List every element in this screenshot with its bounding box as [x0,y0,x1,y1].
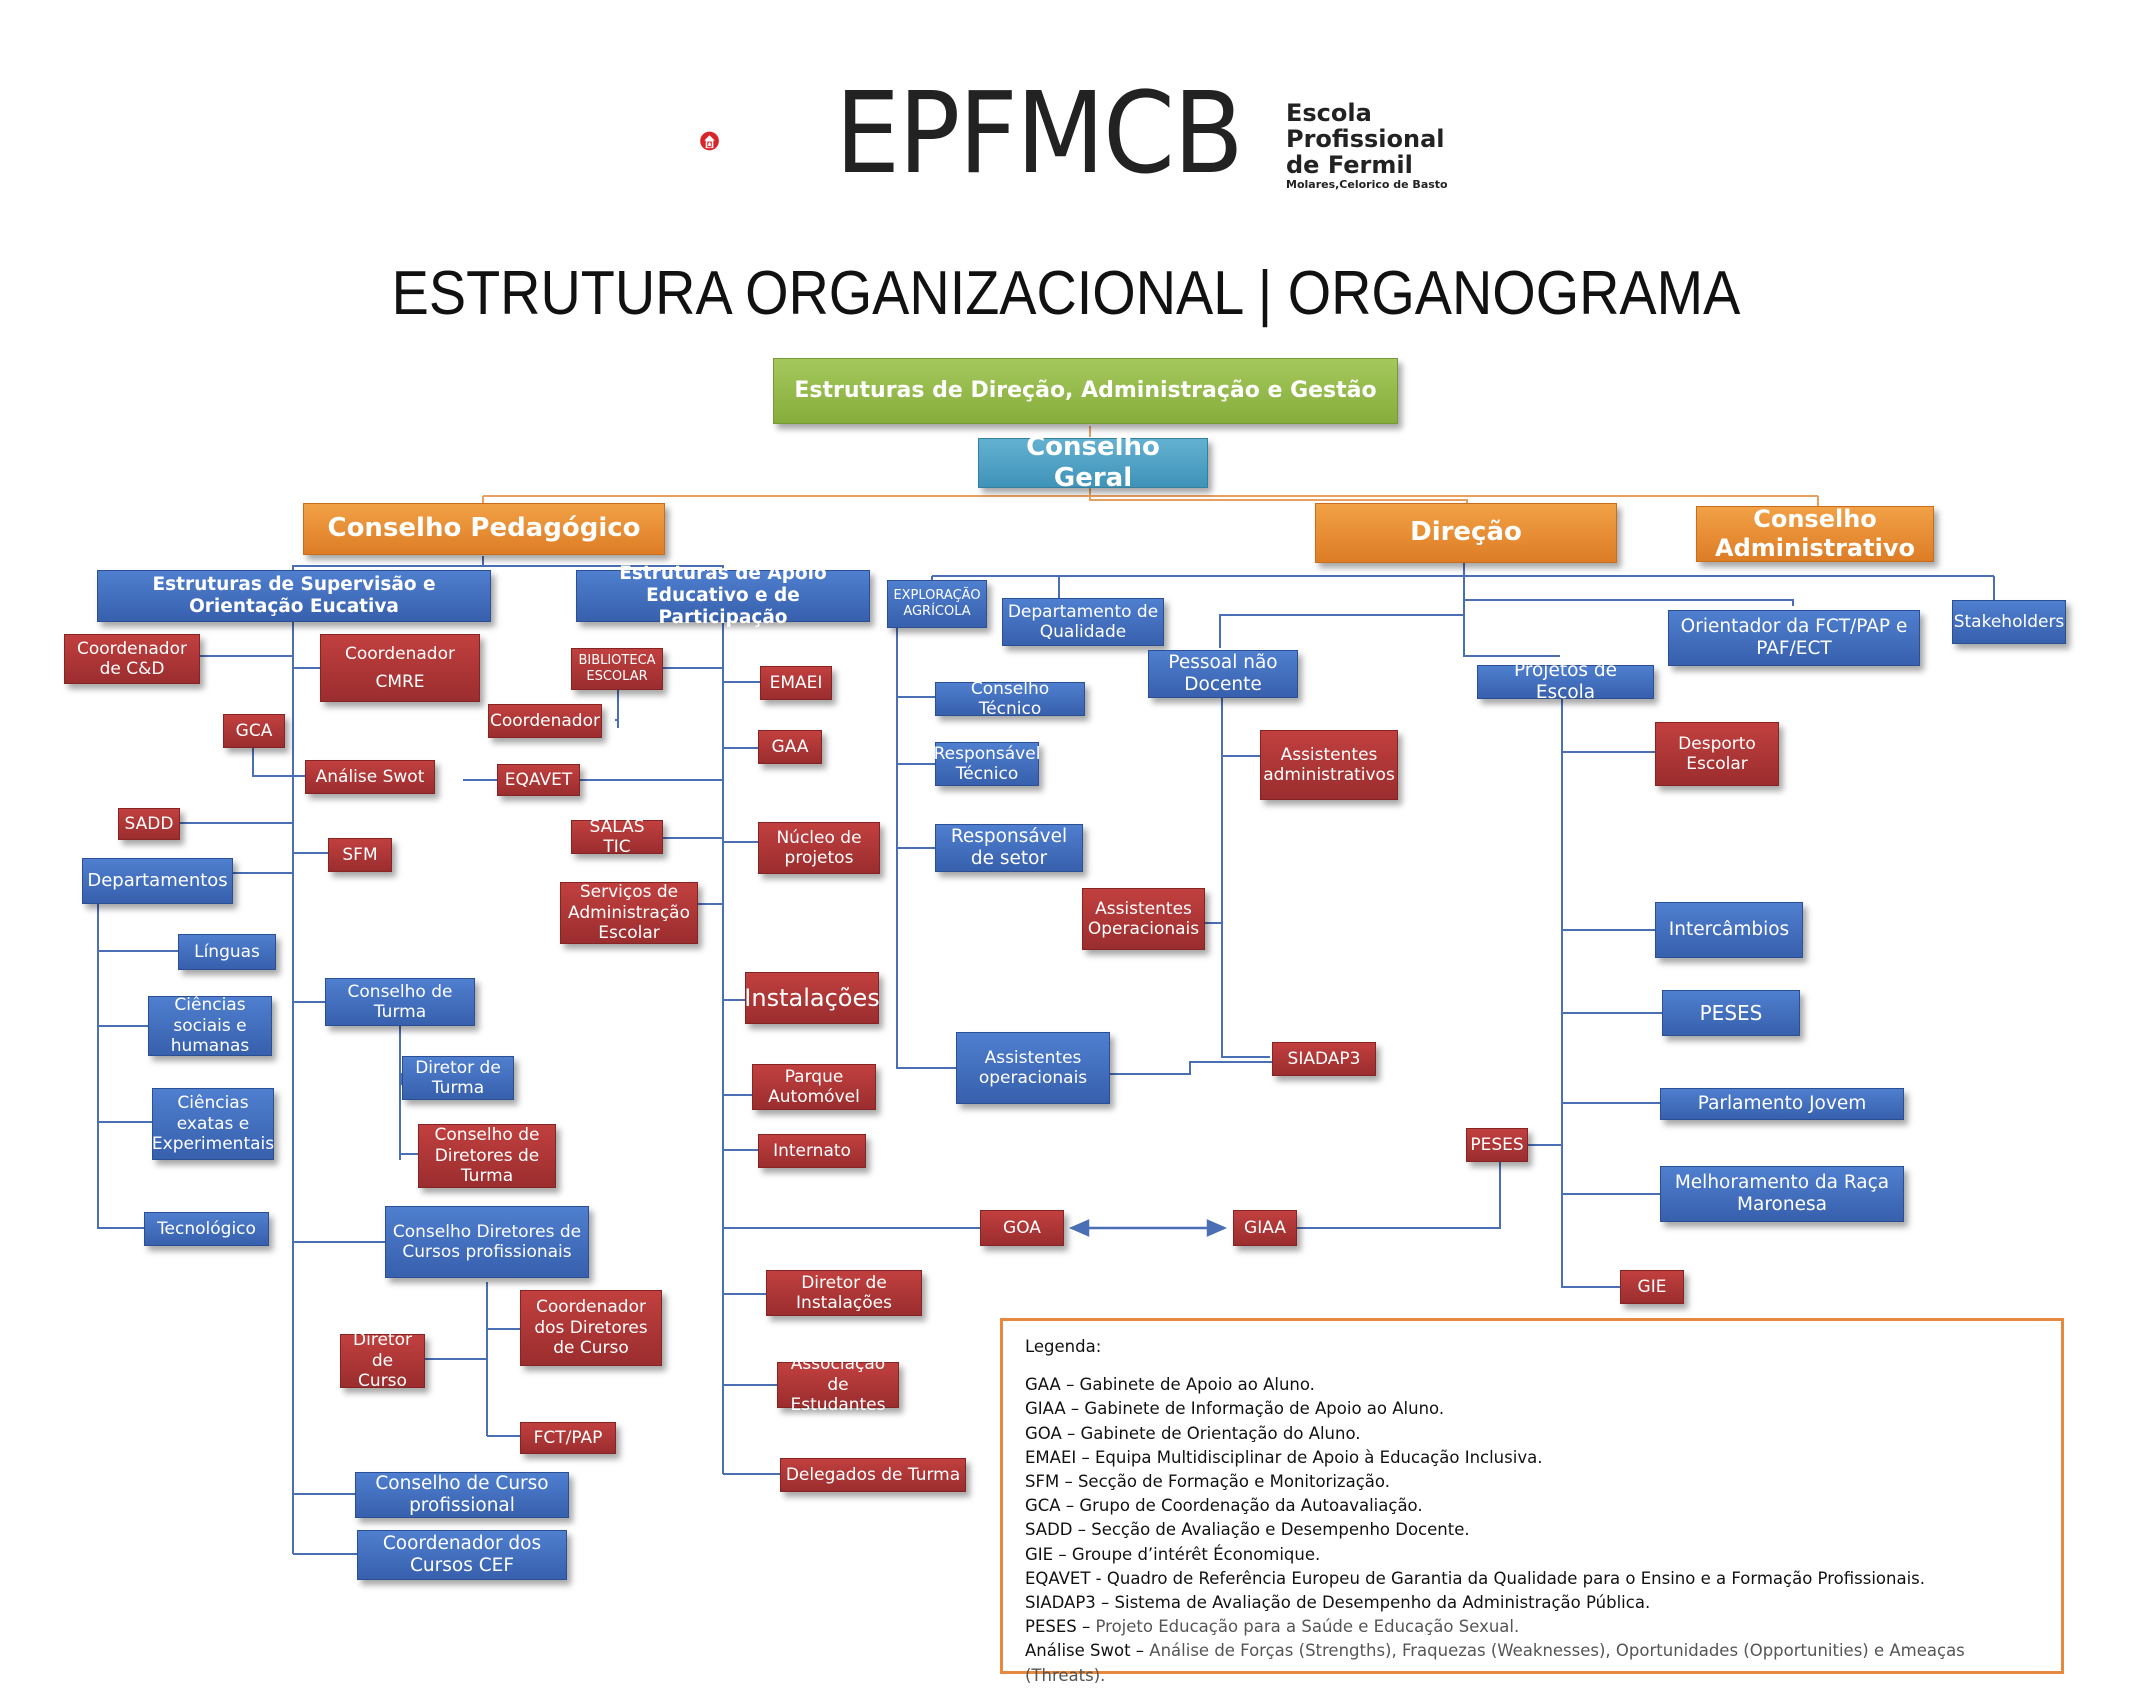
gaa-node: GAA [758,730,822,764]
legend-item: GCA – Grupo de Coordenação da Autoavalia… [1025,1496,1423,1516]
assistentes-administrativos-node: Assistentes administrativos [1260,730,1398,800]
conselho-tecnico-node: Conselho Técnico [935,679,1085,719]
peses-red-node: PESES [1466,1128,1528,1162]
gie-node: GIE [1620,1270,1684,1304]
emaei-node: EMAEI [760,666,832,700]
apoio-header-node: Estruturas de Apoio Educativo e de Parti… [576,563,870,628]
assistentes-operacionais-red-node: Assistentes Operacionais [1082,888,1205,950]
assistentes-operacionais-blue-node: Assistentes operacionais [956,1032,1110,1104]
legend-item: EQAVET - Quadro de Referência Europeu de… [1025,1568,1925,1588]
ciencias-sociais-node: Ciências sociais e humanas [148,995,272,1056]
diretor-curso-node: Diretor de Curso [340,1330,425,1391]
coordenador-biblioteca-node: Coordenador [488,704,602,738]
desporto-escolar-node: Desporto Escolar [1655,722,1779,786]
intercambios-node: Intercâmbios [1655,902,1803,958]
sadd-node: SADD [118,808,180,840]
coordenador-cd-node: Coordenador de C&D [64,634,200,684]
conselho-geral-node: Conselho Geral [978,432,1208,493]
page-title: ESTRUTURA ORGANIZACIONAL | ORGANOGRAMA [391,259,1741,328]
conselho-diretores-cursos-node: Conselho Diretores de Cursos profissiona… [385,1206,589,1278]
legend-item: SFM – Secção de Formação e Monitorização… [1025,1472,1390,1492]
siadap3-node: SIADAP3 [1272,1042,1376,1076]
eqavet-node: EQAVET [497,764,580,796]
logo-school-name: Escola Profissional de Fermil Molares,Ce… [1286,99,1448,191]
departamento-qualidade-node: Departamento de Qualidade [1002,598,1164,646]
sfm-node: SFM [328,838,392,872]
melhoramento-raca-node: Melhoramento da Raça Maronesa [1660,1166,1904,1222]
school-logo-icon [700,131,719,151]
ciencias-exatas-node: Ciências exatas e Experimentais [152,1088,274,1160]
gca-node: GCA [223,714,285,748]
legend-item: GIAA – Gabinete de Informação de Apoio a… [1025,1399,1445,1419]
linguas-node: Línguas [178,934,276,970]
conselho-curso-node: Conselho de Curso profissional [355,1472,569,1518]
projetos-escola-node: Projetos de Escola [1477,660,1654,703]
legend-item: GIE – Groupe d’intérêt Économique. [1025,1544,1321,1564]
direcao-node: Direção [1315,503,1617,563]
coordenador-cmre-node: Coordenador CMRE [320,634,480,702]
legend-item: GOA – Gabinete de Orientação do Aluno. [1025,1423,1361,1443]
conselho-diretores-turma-node: Conselho de Diretores de Turma [418,1124,556,1188]
analise-swot-node: Análise Swot [305,760,435,794]
departamentos-node: Departamentos [82,858,233,904]
coordenador-diretores-curso-node: Coordenador dos Diretores de Curso [520,1290,662,1366]
delegados-turma-node: Delegados de Turma [780,1458,966,1492]
parlamento-jovem-node: Parlamento Jovem [1660,1088,1904,1120]
legend-box: Legenda: GAA – Gabinete de Apoio ao Alun… [1000,1318,2064,1685]
fct-pap-node: FCT/PAP [520,1422,616,1454]
internato-node: Internato [758,1134,866,1168]
legend-item-swot: Análise Swot – Análise de Forças (Streng… [1025,1641,1965,1685]
legend-item: EMAEI – Equipa Multidisciplinar de Apoio… [1025,1447,1543,1467]
giaa-node: GIAA [1233,1210,1297,1246]
legend-item-peses: PESES – Projeto Educação para a Saúde e … [1025,1617,1520,1637]
diretor-instalacoes-node: Diretor de Instalações [766,1270,922,1316]
salas-tic-node: SALAS TIC [571,817,663,857]
legend-item: GAA – Gabinete de Apoio ao Aluno. [1025,1375,1315,1395]
pessoal-nao-docente-node: Pessoal não Docente [1148,650,1298,698]
goa-node: GOA [980,1210,1064,1246]
orientador-fct-node: Orientador da FCT/PAP e PAF/ECT [1668,610,1920,666]
associacao-estudantes-node: Associação de Estudantes [777,1354,899,1415]
responsavel-setor-node: Responsável de setor [935,824,1083,872]
peses-blue-node: PESES [1662,990,1800,1036]
supervisao-header-node: Estruturas de Supervisão e Orientação Eu… [97,570,491,622]
legend-item: SADD – Secção de Avaliação e Desempenho … [1025,1520,1470,1540]
diretor-turma-node: Diretor de Turma [402,1056,514,1100]
conselho-pedagogico-node: Conselho Pedagógico [303,503,665,555]
responsavel-tecnico-node: Responsável Técnico [933,742,1041,786]
conselho-turma-node: Conselho de Turma [325,978,475,1026]
estruturas-direcao-node: Estruturas de Direção, Administração e G… [773,358,1398,424]
logo-wordmark: EPFMCB [835,69,1244,199]
legend-title: Legenda: [1025,1337,1102,1356]
stakeholders-node: Stakeholders [1952,600,2066,644]
instalacoes-node: Instalações [744,972,880,1024]
nucleo-projetos-node: Núcleo de projetos [758,822,880,874]
exploracao-agricola-node: EXPLORAÇÃO AGRÍCOLA [887,580,987,628]
conselho-administrativo-node: Conselho Administrativo [1696,505,1934,562]
biblioteca-node: BIBLIOTECA ESCOLAR [571,648,663,690]
tecnologico-node: Tecnológico [144,1212,269,1246]
coordenador-cef-node: Coordenador dos Cursos CEF [357,1530,567,1580]
legend-item: SIADAP3 – Sistema de Avaliação de Desemp… [1025,1593,1651,1613]
parque-automovel-node: Parque Automóvel [752,1064,876,1110]
servicos-administracao-node: Serviços de Administração Escolar [560,882,698,944]
